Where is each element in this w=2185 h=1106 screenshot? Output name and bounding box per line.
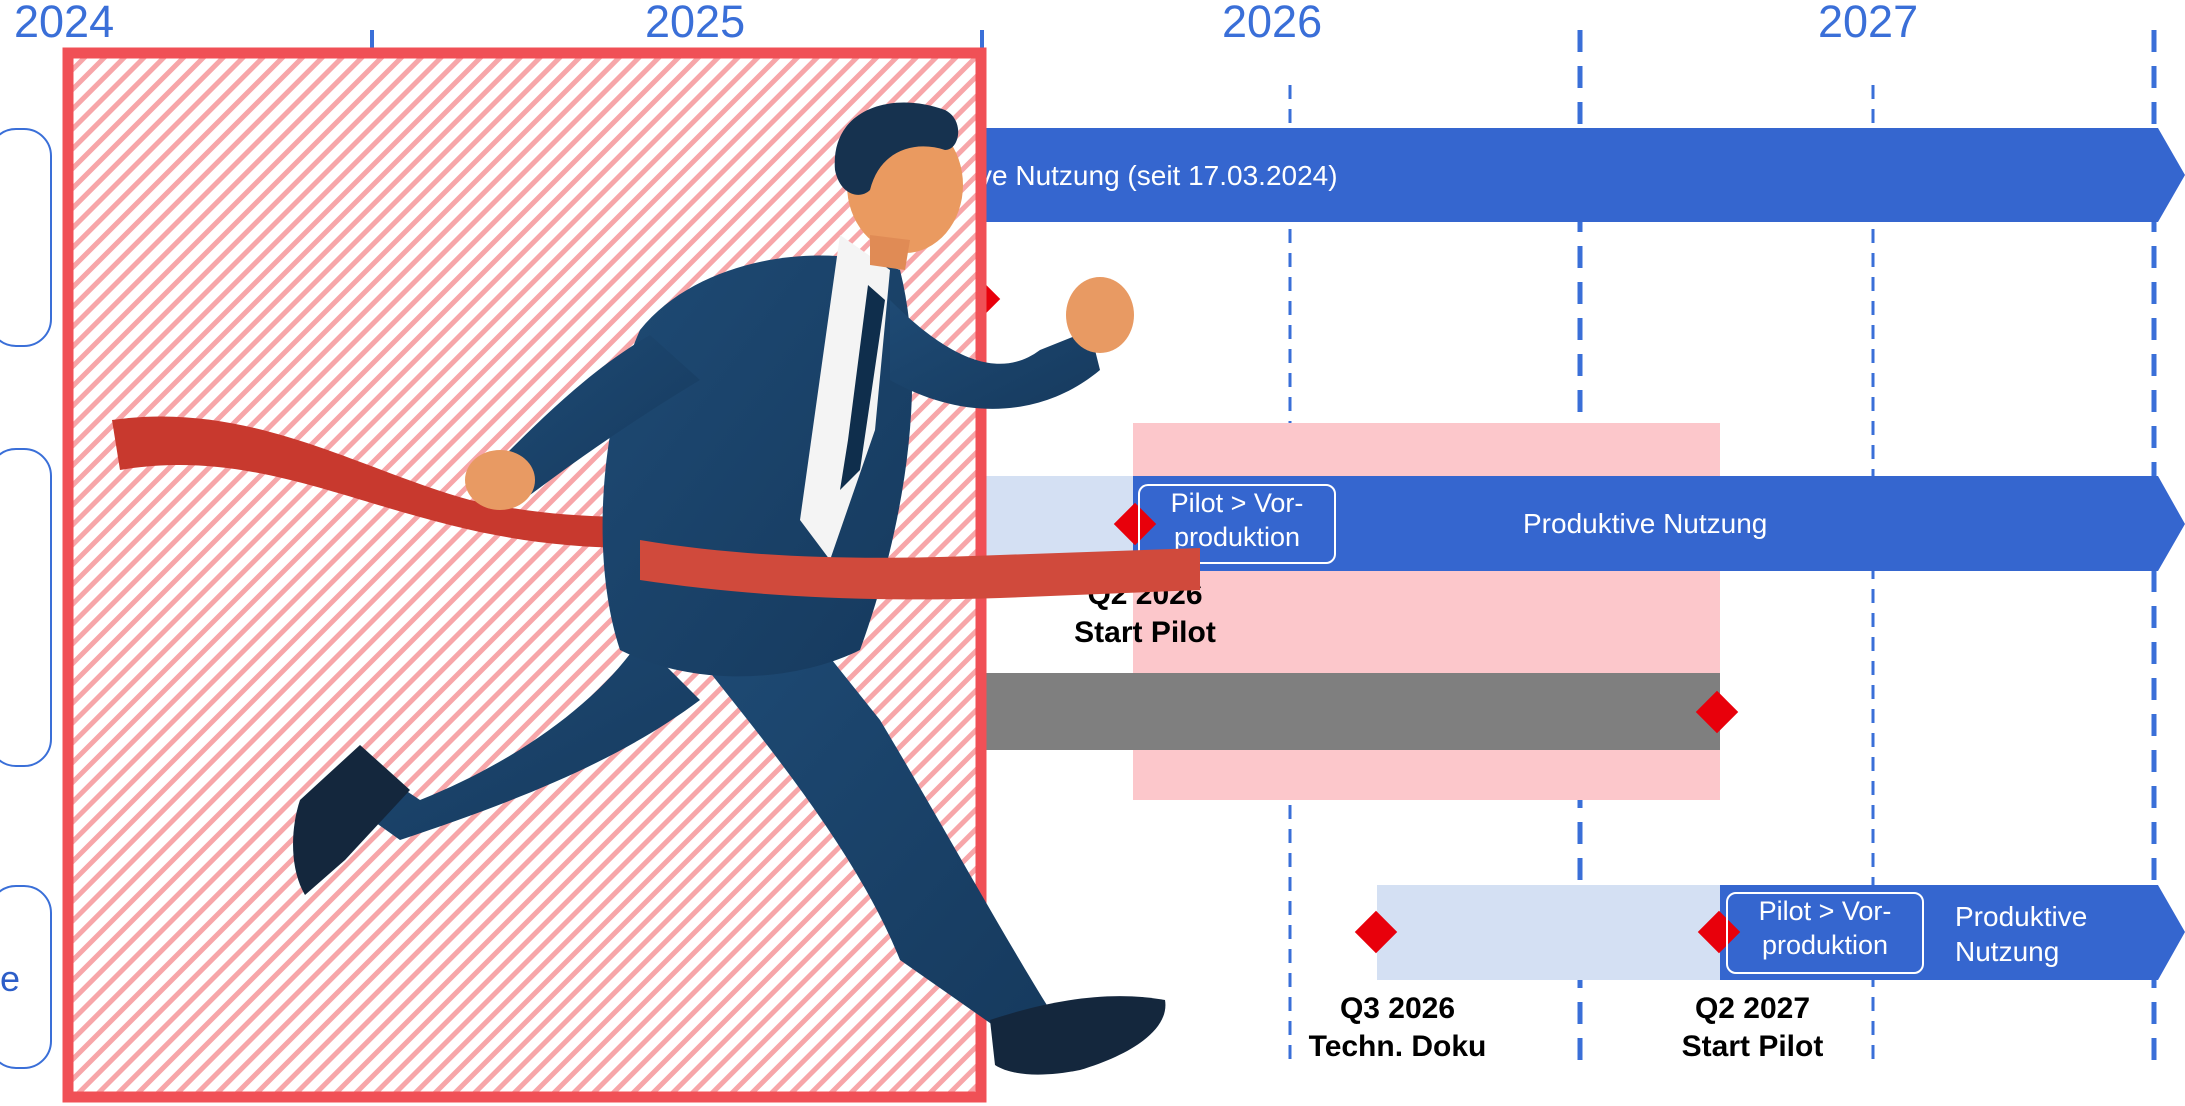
row3-grey-bar: [955, 673, 1720, 750]
row4-bar-label: Produktive Nutzung: [1955, 899, 2087, 969]
row2-milestone: [1113, 502, 1157, 546]
row2-bar-label: Produktive Nutzung: [1523, 508, 1768, 539]
runner-front-arm: [890, 300, 1100, 409]
row1-bar-label: ktive Nutzung (seit 17.03.2024): [950, 160, 1338, 191]
row2-phase-pill: Pilot > Vor- produktion: [1138, 484, 1336, 564]
runner-hair: [834, 102, 959, 195]
pill-line-1: Pilot > Vor-: [1758, 896, 1892, 926]
row-label-box-1: [0, 128, 52, 347]
pill-line-1: Pilot > Vor-: [1170, 488, 1304, 518]
milestone-date: Q2 2027: [1694, 992, 1811, 1025]
runner-front-hand: [1066, 277, 1134, 353]
bar-line-2: Nutzung: [1955, 936, 2060, 967]
year-label-2026: 2026: [1222, 0, 1323, 47]
milestone-date: Q3 2026: [1339, 992, 1456, 1025]
row4-light-bar: [1377, 885, 1722, 980]
row4-arrow-bar: [1720, 885, 2185, 980]
row2-arrow-bar: [1133, 476, 2185, 571]
row4-milestone-1: [1354, 910, 1398, 954]
runner-front-shoe: [990, 996, 1166, 1075]
row3-milestone: [1695, 690, 1739, 734]
row-label-box-2: [0, 448, 52, 767]
milestone-caption: Start Pilot: [1681, 1030, 1824, 1063]
finish-ribbon-front: [640, 540, 1200, 600]
pill-line-2: produktion: [1173, 522, 1301, 552]
runner-back-leg: [330, 640, 700, 840]
row4-phase-pill: Pilot > Vor- produktion: [1726, 892, 1924, 974]
runner-back-arm: [500, 335, 700, 495]
bar-line-1: Produktive: [1955, 901, 2088, 932]
year-label-2025: 2025: [645, 0, 746, 47]
pill-line-2: produktion: [1761, 930, 1889, 960]
row4-milestone-2-label: Q2 2027 Start Pilot: [1645, 990, 1860, 1066]
row4-milestone-1-label: Q3 2026 Techn. Doku: [1290, 990, 1505, 1066]
row1-arrow-bar: [955, 128, 2185, 222]
year-label-2027: 2027: [1818, 0, 1919, 47]
finish-ribbon-back: [112, 416, 740, 548]
year-label-2024: 2024: [14, 0, 115, 47]
runner-tie: [840, 285, 885, 490]
runner-back-shoe: [293, 745, 410, 895]
runner-front-leg: [700, 620, 1050, 1030]
milestone-caption: Techn. Doku: [1308, 1030, 1487, 1063]
row4-milestone-2: [1697, 910, 1741, 954]
row-label-fragment: e: [0, 958, 21, 999]
milestone-caption: Start Pilot: [1074, 616, 1216, 649]
runner-neck: [870, 235, 910, 270]
runner-back-hand: [465, 450, 535, 510]
row-label-box-4: [0, 885, 52, 1069]
